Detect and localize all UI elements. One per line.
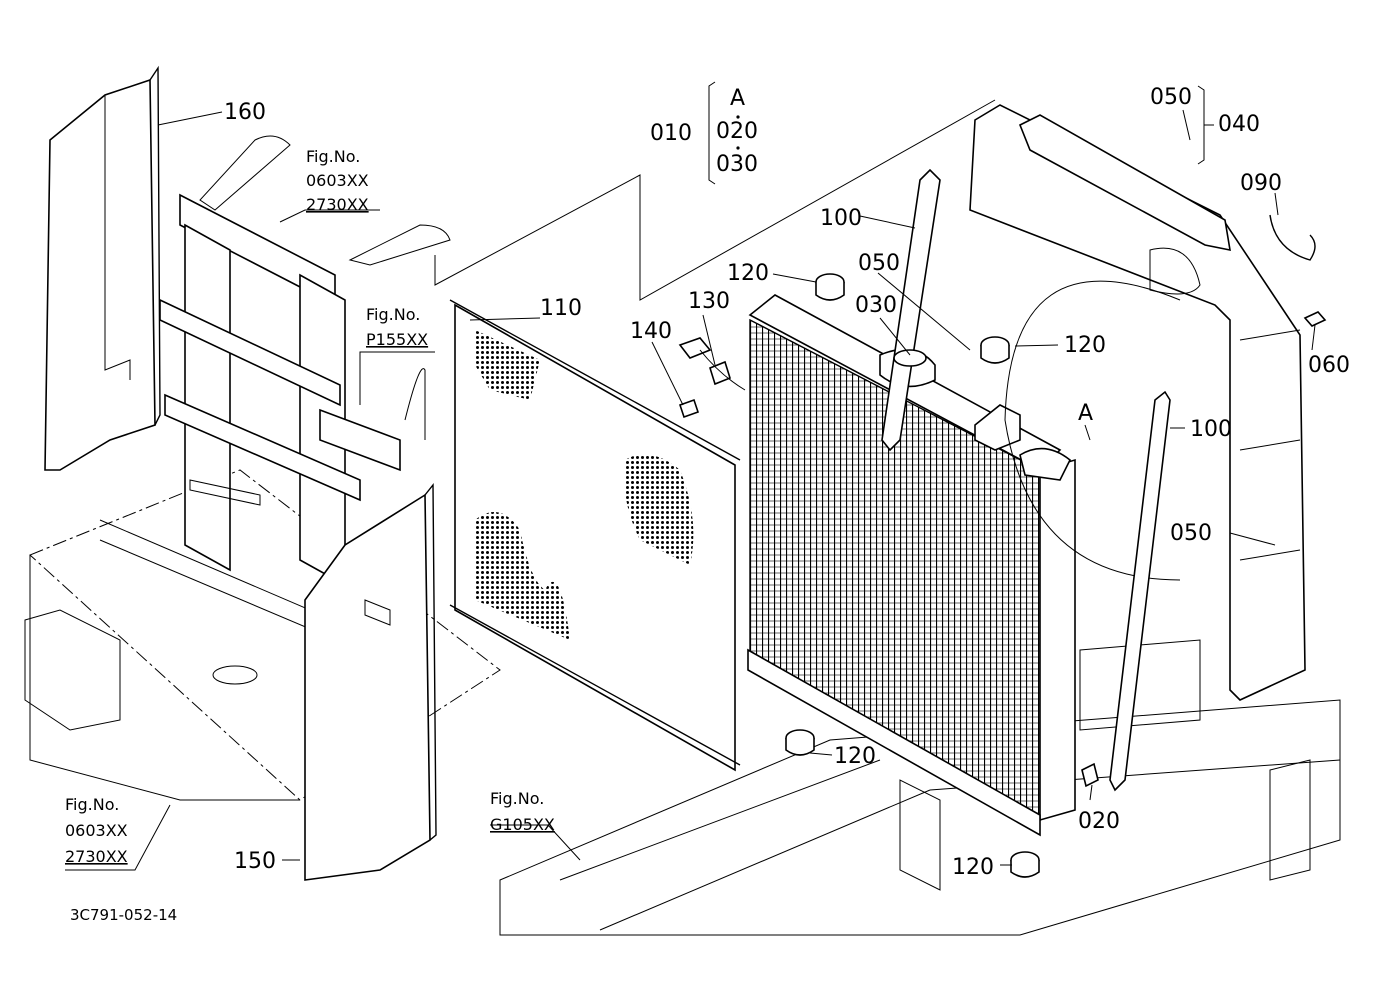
callout-120-right: 120 bbox=[1064, 333, 1106, 358]
callout-100-top: 100 bbox=[820, 206, 862, 231]
fig-ref-bottom-left-line1: Fig.No. bbox=[65, 795, 119, 814]
leader-lines bbox=[65, 99, 1316, 871]
callout-090: 090 bbox=[1240, 171, 1282, 196]
small-parts bbox=[678, 214, 1327, 878]
labels: Fig.No. 0603XX 2730XX Fig.No. P155XX Fig… bbox=[65, 81, 1350, 924]
callout-120-lower: 120 bbox=[952, 855, 994, 880]
side-panel-160 bbox=[44, 65, 161, 471]
seal-strips-100 bbox=[881, 168, 1171, 792]
callout-130: 130 bbox=[688, 289, 730, 314]
callout-marker-a: A bbox=[1078, 401, 1093, 426]
assembly-item-030: 030 bbox=[716, 152, 758, 177]
group-040-item: 050 bbox=[1150, 85, 1192, 110]
side-panel-150 bbox=[304, 483, 437, 881]
callout-140: 140 bbox=[630, 319, 672, 344]
callout-050-top: 050 bbox=[858, 251, 900, 276]
callout-060: 060 bbox=[1308, 353, 1350, 378]
screen-110 bbox=[449, 299, 741, 772]
radiator bbox=[747, 294, 1076, 837]
fig-ref-bottom-left-line3: 2730XX bbox=[65, 847, 128, 866]
callout-020: 020 bbox=[1078, 809, 1120, 834]
base-frame bbox=[24, 469, 1341, 936]
fig-ref-bottom-line2: G105XX bbox=[490, 815, 555, 834]
fan-shroud bbox=[969, 104, 1306, 701]
callout-100-right: 100 bbox=[1190, 417, 1232, 442]
fig-ref-bottom-left-line2: 0603XX bbox=[65, 821, 128, 840]
group-040-label: 040 bbox=[1218, 112, 1260, 137]
fig-ref-top-line3: 2730XX bbox=[306, 195, 369, 214]
fig-ref-top-line2: 0603XX bbox=[306, 171, 369, 190]
callout-150: 150 bbox=[234, 849, 276, 874]
assembly-marker: A bbox=[730, 86, 745, 111]
callout-120-top: 120 bbox=[727, 261, 769, 286]
callout-160: 160 bbox=[224, 100, 266, 125]
callout-050-right: 050 bbox=[1170, 521, 1212, 546]
doc-code: 3C791-052-14 bbox=[70, 906, 177, 924]
callout-120-bottom: 120 bbox=[834, 744, 876, 769]
callout-110: 110 bbox=[540, 296, 582, 321]
assembly-item-020: 020 bbox=[716, 119, 758, 144]
callout-030: 030 bbox=[855, 293, 897, 318]
fig-ref-mid-line2: P155XX bbox=[366, 330, 428, 349]
fig-ref-top-line1: Fig.No. bbox=[306, 147, 360, 166]
fig-ref-mid-line1: Fig.No. bbox=[366, 305, 420, 324]
bracket-frame bbox=[159, 135, 451, 587]
assembly-label: 010 bbox=[650, 121, 692, 146]
fig-ref-bottom-line1: Fig.No. bbox=[490, 789, 544, 808]
